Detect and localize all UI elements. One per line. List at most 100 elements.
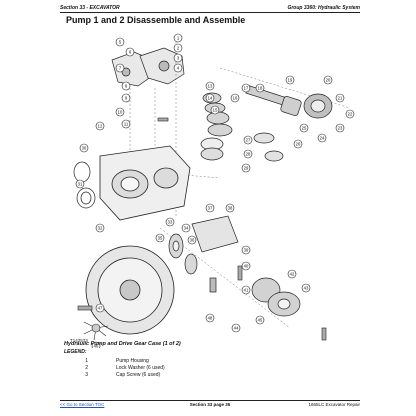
callout-number: 37 <box>208 206 213 211</box>
legend-number: 3 <box>85 372 88 378</box>
coupling-gear <box>209 277 301 317</box>
callout-number: 44 <box>234 326 239 331</box>
callout-circle <box>155 233 165 243</box>
callout-number: 40 <box>244 264 249 269</box>
callout-circle <box>225 203 235 213</box>
callout-circle <box>91 341 101 348</box>
callout-circle <box>241 163 251 173</box>
callout-number: 24 <box>320 136 325 141</box>
manual-title: 1665LC Excavator Repair <box>308 402 360 407</box>
legend-description: Cap Screw (6 used) <box>116 372 161 378</box>
figure-id: T142573 <box>70 338 88 343</box>
callout-circle <box>205 203 215 213</box>
callout-number: 23 <box>338 126 343 131</box>
callout-circle <box>210 105 220 115</box>
page-header: Section 33 - EXCAVATOR Group 3360: Hydra… <box>60 5 360 15</box>
legend-row: 3 Cap Screw (6 used) <box>64 372 360 379</box>
callout-circle <box>95 121 105 131</box>
callout-circle <box>115 107 125 117</box>
callout-number: 47 <box>98 306 103 311</box>
callout-circle <box>241 285 251 295</box>
drive-gears <box>168 233 198 275</box>
callout-number: 48 <box>208 316 213 321</box>
callout-number: 38 <box>228 206 233 211</box>
callout-circle <box>317 133 327 143</box>
callout-circle <box>287 269 297 279</box>
callout-circle <box>75 179 85 189</box>
callout-number: 41 <box>244 288 249 293</box>
footer-divider <box>60 400 360 401</box>
callout-number: 3 <box>177 56 180 61</box>
callout-number: 31 <box>78 182 83 187</box>
callout-number: 28 <box>246 152 251 157</box>
callout-number: 21 <box>338 96 343 101</box>
callout-circle <box>230 93 240 103</box>
callout-circle <box>115 63 125 73</box>
callout-number: 26 <box>296 142 301 147</box>
header-divider <box>60 12 360 13</box>
legend-number: 1 <box>85 358 88 364</box>
callout-circle <box>205 93 215 103</box>
legend: LEGEND: 1 Pump Housing 2 Lock Washer (6 … <box>64 349 360 379</box>
callout-number: 13 <box>208 84 213 89</box>
callout-circle <box>79 143 89 153</box>
legend-row: 2 Lock Washer (6 used) <box>64 365 360 372</box>
callout-circle <box>255 83 265 93</box>
page-title: Pump 1 and 2 Disassemble and Assemble <box>66 15 246 25</box>
callout-circle <box>299 123 309 133</box>
callout-number: 39 <box>244 248 249 253</box>
legend-description: Pump Housing <box>116 358 149 364</box>
callout-number: 5 <box>119 40 122 45</box>
callout-circle <box>335 93 345 103</box>
callout-circle <box>173 63 183 73</box>
callout-circle <box>241 83 251 93</box>
pinion-fan <box>83 321 109 341</box>
callout-number: 43 <box>304 286 309 291</box>
callout-number: 10 <box>118 110 123 115</box>
flywheel-housing <box>85 245 175 335</box>
callout-circle <box>173 33 183 43</box>
callout-number: 9 <box>125 96 128 101</box>
callout-number: 4 <box>177 66 180 71</box>
callout-number: 8 <box>125 84 128 89</box>
callout-circle <box>173 43 183 53</box>
figure-caption: Hydraulic Pump and Drive Gear Case (1 of… <box>64 341 181 347</box>
callout-number: 45 <box>258 318 263 323</box>
callout-circle <box>115 37 125 47</box>
callout-number: 1 <box>177 36 180 41</box>
cover-plate <box>191 215 239 253</box>
callout-circle <box>255 315 265 325</box>
callout-circle <box>95 303 105 313</box>
callout-circle <box>323 75 333 85</box>
callout-number: 14 <box>208 96 213 101</box>
callout-number: 35 <box>158 236 163 241</box>
shaft-and-block <box>245 84 333 162</box>
callout-number: 17 <box>244 86 249 91</box>
callout-circle <box>205 313 215 323</box>
callout-circle <box>187 235 197 245</box>
callout-number: 32 <box>98 226 103 231</box>
callout-number: 27 <box>246 138 251 143</box>
legend-row: 1 Pump Housing <box>64 358 360 365</box>
callout-circle <box>121 119 131 129</box>
callout-number: 30 <box>82 146 87 151</box>
legend-title: LEGEND: <box>64 349 87 355</box>
callout-number: 25 <box>302 126 307 131</box>
group-label: Group 3360: Hydraulic System <box>287 5 360 11</box>
callout-number: 12 <box>98 124 103 129</box>
callout-number: 29 <box>244 166 249 171</box>
callout-number: 2 <box>177 46 180 51</box>
callout-circle <box>241 245 251 255</box>
drive-gear-case <box>99 145 191 221</box>
callout-circle <box>293 139 303 149</box>
section-toc-link[interactable]: << Go to Section TOC <box>60 402 105 407</box>
callout-circle <box>243 149 253 159</box>
callout-circle <box>121 93 131 103</box>
callout-circle <box>345 109 355 119</box>
callout-circle <box>335 123 345 133</box>
callout-number: 22 <box>348 112 353 117</box>
callout-number: 11 <box>124 122 129 127</box>
